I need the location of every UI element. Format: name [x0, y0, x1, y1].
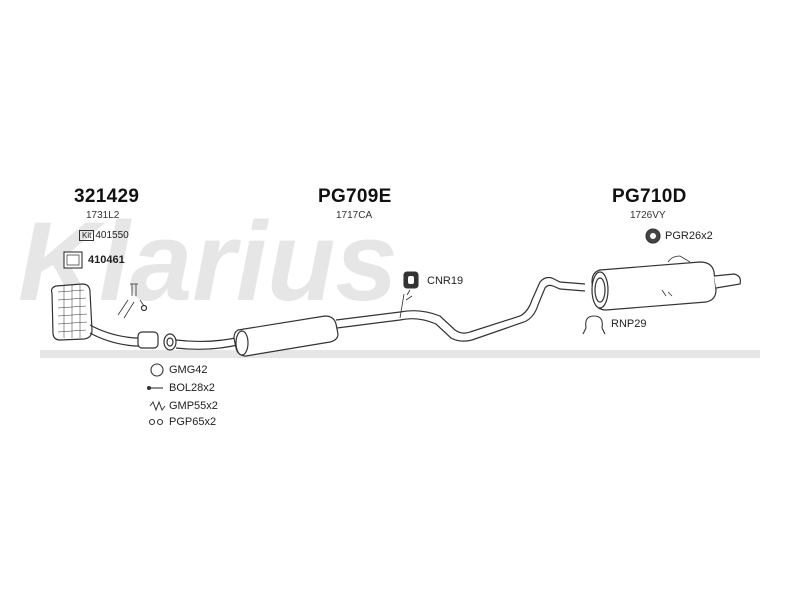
- clamp-icon: [582, 315, 606, 335]
- watermark-underline: [40, 350, 760, 358]
- gasket-icon: [63, 251, 83, 269]
- label-rnp29: RNP29: [611, 318, 647, 330]
- spring-icon: [149, 400, 166, 412]
- label-gmg42: GMG42: [169, 364, 208, 376]
- catalytic-converter: [50, 283, 93, 341]
- bolt-icon: [146, 385, 163, 391]
- sub-number-rear: 1726VY: [630, 210, 666, 221]
- sub-number-centre: 1717CA: [336, 210, 373, 221]
- label-bol28: BOL28x2: [169, 382, 215, 394]
- flex-joint: [137, 331, 177, 351]
- intermediate-pipe: [175, 336, 243, 350]
- gasket-ring-icon: [150, 363, 164, 377]
- part-number-rear: PG710D: [612, 186, 687, 207]
- label-cnr19: CNR19: [427, 275, 464, 287]
- part-number-centre: PG709E: [318, 186, 392, 207]
- rear-silencer: [591, 255, 741, 311]
- rubber-mount-icon: [403, 271, 419, 289]
- rubber-ring-icon: [645, 228, 661, 244]
- rear-pipe: [335, 276, 586, 342]
- front-pipe: [89, 283, 148, 347]
- label-gmp55: GMP55x2: [169, 400, 218, 412]
- centre-silencer: [233, 315, 339, 357]
- part-number-catalytic: 321429: [74, 186, 140, 207]
- sub-number-catalytic: 1731L2: [86, 210, 120, 221]
- label-410461: 410461: [88, 254, 125, 266]
- label-pgp65: PGP65x2: [169, 416, 217, 428]
- label-pgr26: PGR26x2: [665, 230, 713, 242]
- kit-number: 401550: [95, 230, 129, 241]
- nut-icon: [148, 418, 164, 426]
- kit-badge: Kit: [79, 229, 95, 241]
